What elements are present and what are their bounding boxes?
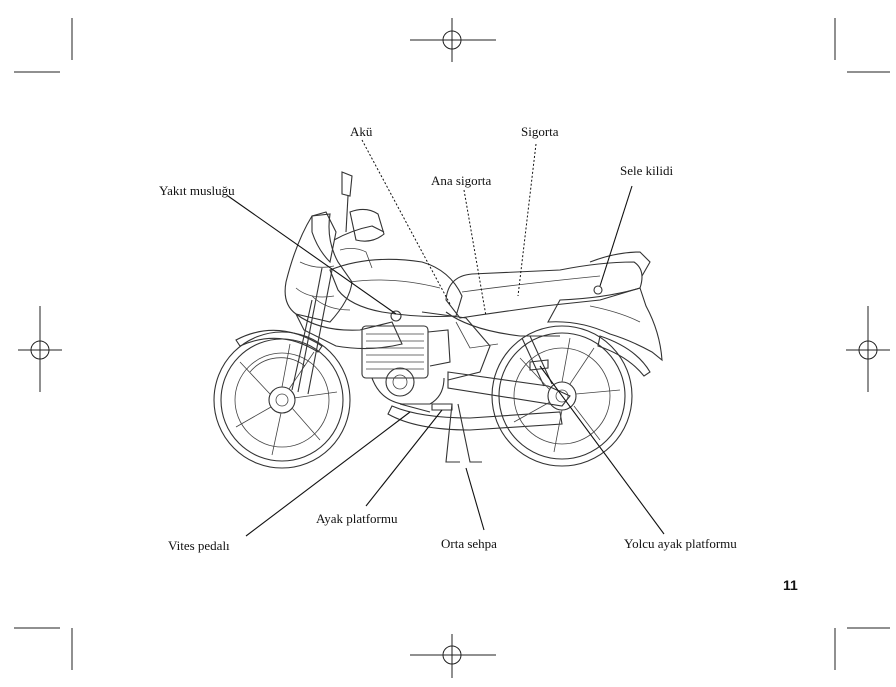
registration-target-right (846, 306, 890, 392)
frame (421, 311, 560, 381)
label-battery: Akü (350, 124, 373, 139)
passenger-footpeg (529, 359, 549, 371)
registration-target-bottom (410, 634, 496, 678)
mirror (341, 171, 353, 233)
leader-footpeg (365, 409, 443, 507)
windscreen (311, 211, 337, 264)
handlebars (333, 208, 385, 269)
engine (361, 325, 451, 405)
seat (445, 261, 643, 319)
rear-wheel (491, 325, 633, 467)
side-fairing (295, 313, 403, 350)
front-wheel (213, 331, 351, 469)
grab-rail (589, 251, 651, 277)
registration-target-left (18, 306, 62, 392)
fuel-valve (390, 310, 402, 322)
leader-fuse (517, 143, 537, 297)
front-fairing (284, 213, 353, 323)
leader-fuel-valve (227, 195, 397, 315)
leader-center-stand (465, 467, 485, 531)
label-fuse: Sigorta (521, 124, 559, 139)
leader-gearshift-pedal (245, 411, 411, 537)
leader-passenger-footpeg (539, 365, 665, 535)
leader-battery (361, 139, 451, 305)
label-seat-lock: Sele kilidi (620, 163, 674, 178)
front-fender (235, 329, 323, 353)
gearshift-pedal (399, 403, 431, 413)
label-gearshift-pedal: Vites pedalı (168, 538, 230, 553)
fuel-tank (329, 258, 463, 318)
rear-fender (597, 335, 651, 377)
crop-marks (14, 18, 890, 670)
exhaust (387, 405, 563, 431)
page-number: 11 (783, 577, 798, 593)
center-stand (445, 403, 482, 463)
footpeg (431, 403, 453, 411)
front-fork (291, 267, 333, 395)
leader-lines (227, 139, 665, 537)
leader-main-fuse (463, 189, 487, 317)
label-main-fuse: Ana sigorta (431, 173, 492, 188)
seat-lock (593, 285, 603, 295)
label-passenger-footpeg: Yolcu ayak platformu (624, 536, 737, 551)
swingarm (447, 371, 571, 407)
registration-target-top (410, 18, 496, 62)
label-fuel-valve: Yakıt musluğu (159, 183, 235, 198)
rear-cowl (547, 287, 663, 362)
label-center-stand: Orta sehpa (441, 536, 497, 551)
label-footpeg: Ayak platformu (316, 511, 398, 526)
motorcycle-illustration (213, 171, 663, 469)
leader-seat-lock (599, 185, 633, 287)
